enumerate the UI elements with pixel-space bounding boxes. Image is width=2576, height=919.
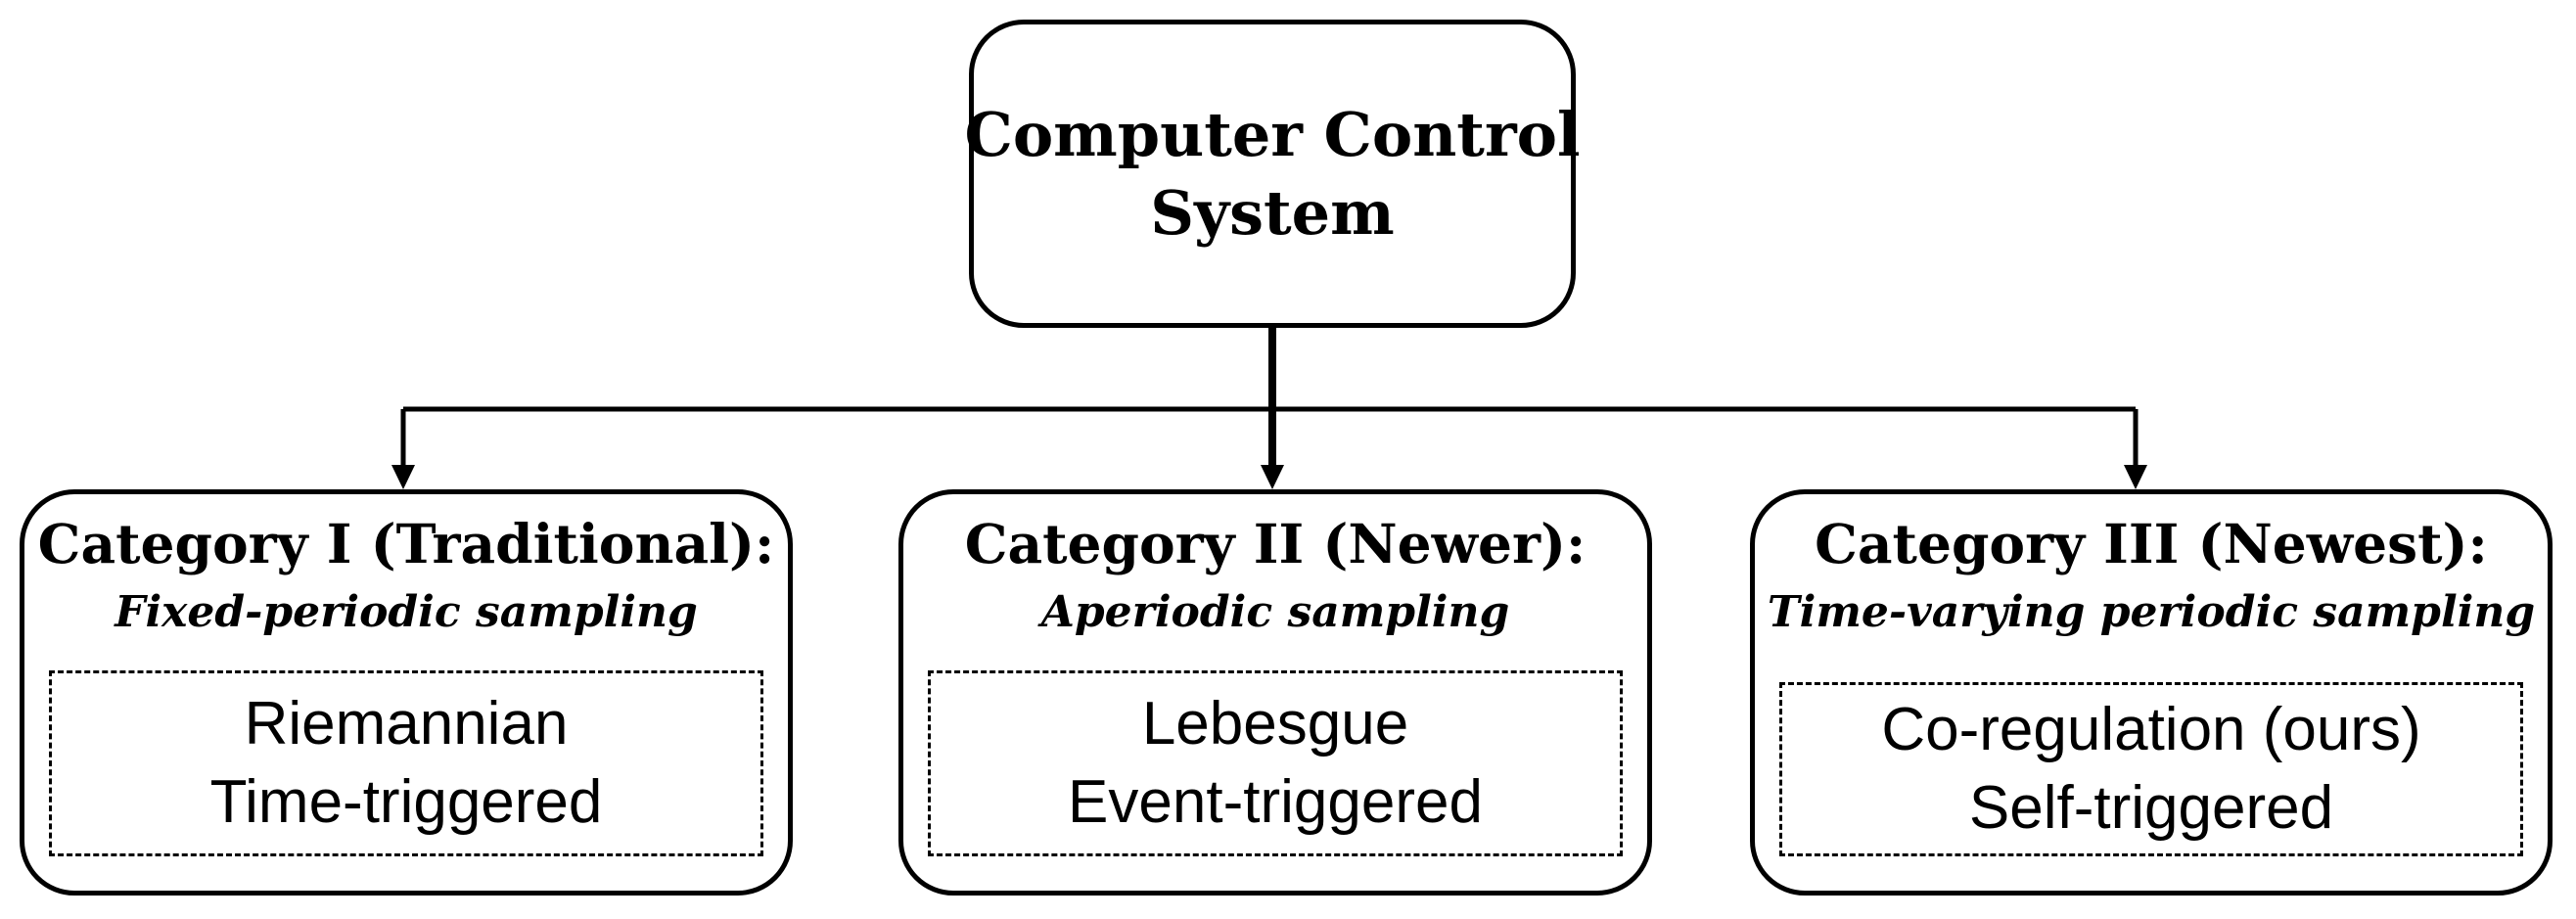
category-1-title: Category I (Traditional):: [37, 512, 775, 575]
category-2-subtitle: Aperiodic sampling: [1040, 587, 1510, 637]
root-node: Computer Control System: [964, 20, 1581, 328]
category-3-title: Category III (Newest):: [1815, 512, 2488, 575]
category-3-methods-box: Co-regulation (ours) Self-triggered: [1779, 682, 2523, 856]
category-3-method-1: Co-regulation (ours): [1881, 696, 2421, 763]
arrowhead-category-3: [2124, 465, 2147, 489]
category-2-node: Category II (Newer): Aperiodic sampling …: [898, 489, 1652, 896]
root-title-line-2: System: [1150, 176, 1395, 249]
arrowhead-category-1: [391, 465, 415, 489]
category-3-method-2: Self-triggered: [1968, 774, 2334, 842]
category-3-node: Category III (Newest): Time-varying peri…: [1750, 489, 2553, 896]
category-2-methods-box: Lebesgue Event-triggered: [928, 670, 1623, 856]
arrowhead-category-2: [1261, 465, 1284, 489]
category-1-subtitle: Fixed-periodic sampling: [115, 587, 698, 637]
category-2-method-2: Event-triggered: [1068, 768, 1483, 836]
category-3-subtitle: Time-varying periodic sampling: [1767, 587, 2536, 637]
category-2-method-1: Lebesgue: [1141, 690, 1409, 758]
category-1-methods-box: Riemannian Time-triggered: [49, 670, 763, 856]
category-1-method-1: Riemannian: [244, 690, 569, 758]
category-1-method-2: Time-triggered: [209, 768, 603, 836]
category-1-node: Category I (Traditional): Fixed-periodic…: [20, 489, 793, 896]
category-2-title: Category II (Newer):: [964, 512, 1587, 575]
root-title-line-1: Computer Control: [964, 98, 1581, 170]
